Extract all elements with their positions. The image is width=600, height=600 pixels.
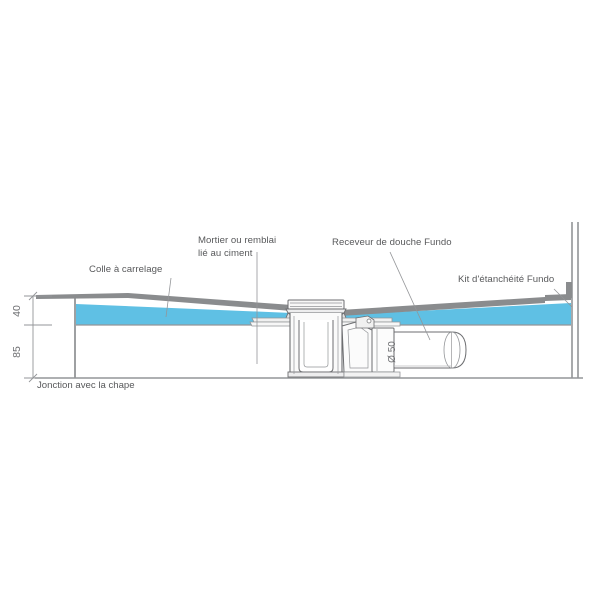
tile-step-left — [36, 293, 128, 299]
tile-slope-left — [128, 293, 292, 311]
leader-kit-d-etancheite-fundo — [553, 288, 573, 308]
drain-grate-frame — [287, 299, 345, 310]
tile-slope-right — [340, 297, 545, 316]
blue-wedge-right — [340, 303, 571, 325]
pipe-barrel — [393, 331, 453, 369]
drain-grate-shoulder — [285, 308, 347, 314]
caption-jonction-avec-la-chape: Jonction avec la chape — [37, 380, 135, 391]
annotation-kit-d-etancheite-fundo: Kit d'étanchéité Fundo — [458, 274, 554, 285]
dimension-label-85: 85 — [11, 346, 23, 358]
drain-sump-inner-line — [303, 322, 329, 368]
outlet-pipe-assembly — [341, 315, 467, 378]
pipe-seal-ring — [355, 315, 375, 329]
dimension-label-40: 40 — [11, 305, 23, 317]
annotation-receveur-de-douche-fundo: Receveur de douche Fundo — [332, 237, 452, 248]
drain-assembly — [249, 299, 401, 378]
blue-wedge-left — [76, 304, 292, 325]
pipe-elbow — [341, 321, 373, 373]
dimension-stack — [24, 291, 52, 383]
leader-receveur-de-douche-fundo — [389, 251, 431, 341]
membrane-apron-left-2 — [249, 321, 291, 327]
pipe-foot-bracket — [343, 371, 401, 378]
tile-surface-layer — [36, 293, 571, 316]
pipe-end-cap — [451, 331, 467, 369]
drain-body-base — [287, 371, 345, 378]
right-wall — [566, 222, 579, 378]
leader-colle-a-carrelage — [165, 277, 172, 318]
dimension-slash-top — [28, 291, 38, 301]
membrane-apron-left — [251, 317, 293, 323]
pipe-end-ellipse — [443, 331, 461, 369]
pipe-seal-dot — [366, 318, 372, 324]
pipe-diameter-label-group: Ø 50 — [387, 341, 398, 363]
annotation-mortier-ou-remblai-line1: Mortier ou remblai — [198, 235, 276, 246]
annotation-mortier-ou-remblai-line2: lié au ciment — [198, 248, 253, 259]
pipe-diameter-label: Ø 50 — [387, 341, 398, 363]
waterproof-blue-layer — [76, 303, 571, 325]
annotation-leaders — [165, 251, 573, 364]
annotation-colle-a-carrelage: Colle à carrelage — [89, 264, 162, 275]
dimension-slash-bottom — [28, 373, 38, 383]
wall-waterproof-upstand — [566, 282, 572, 300]
